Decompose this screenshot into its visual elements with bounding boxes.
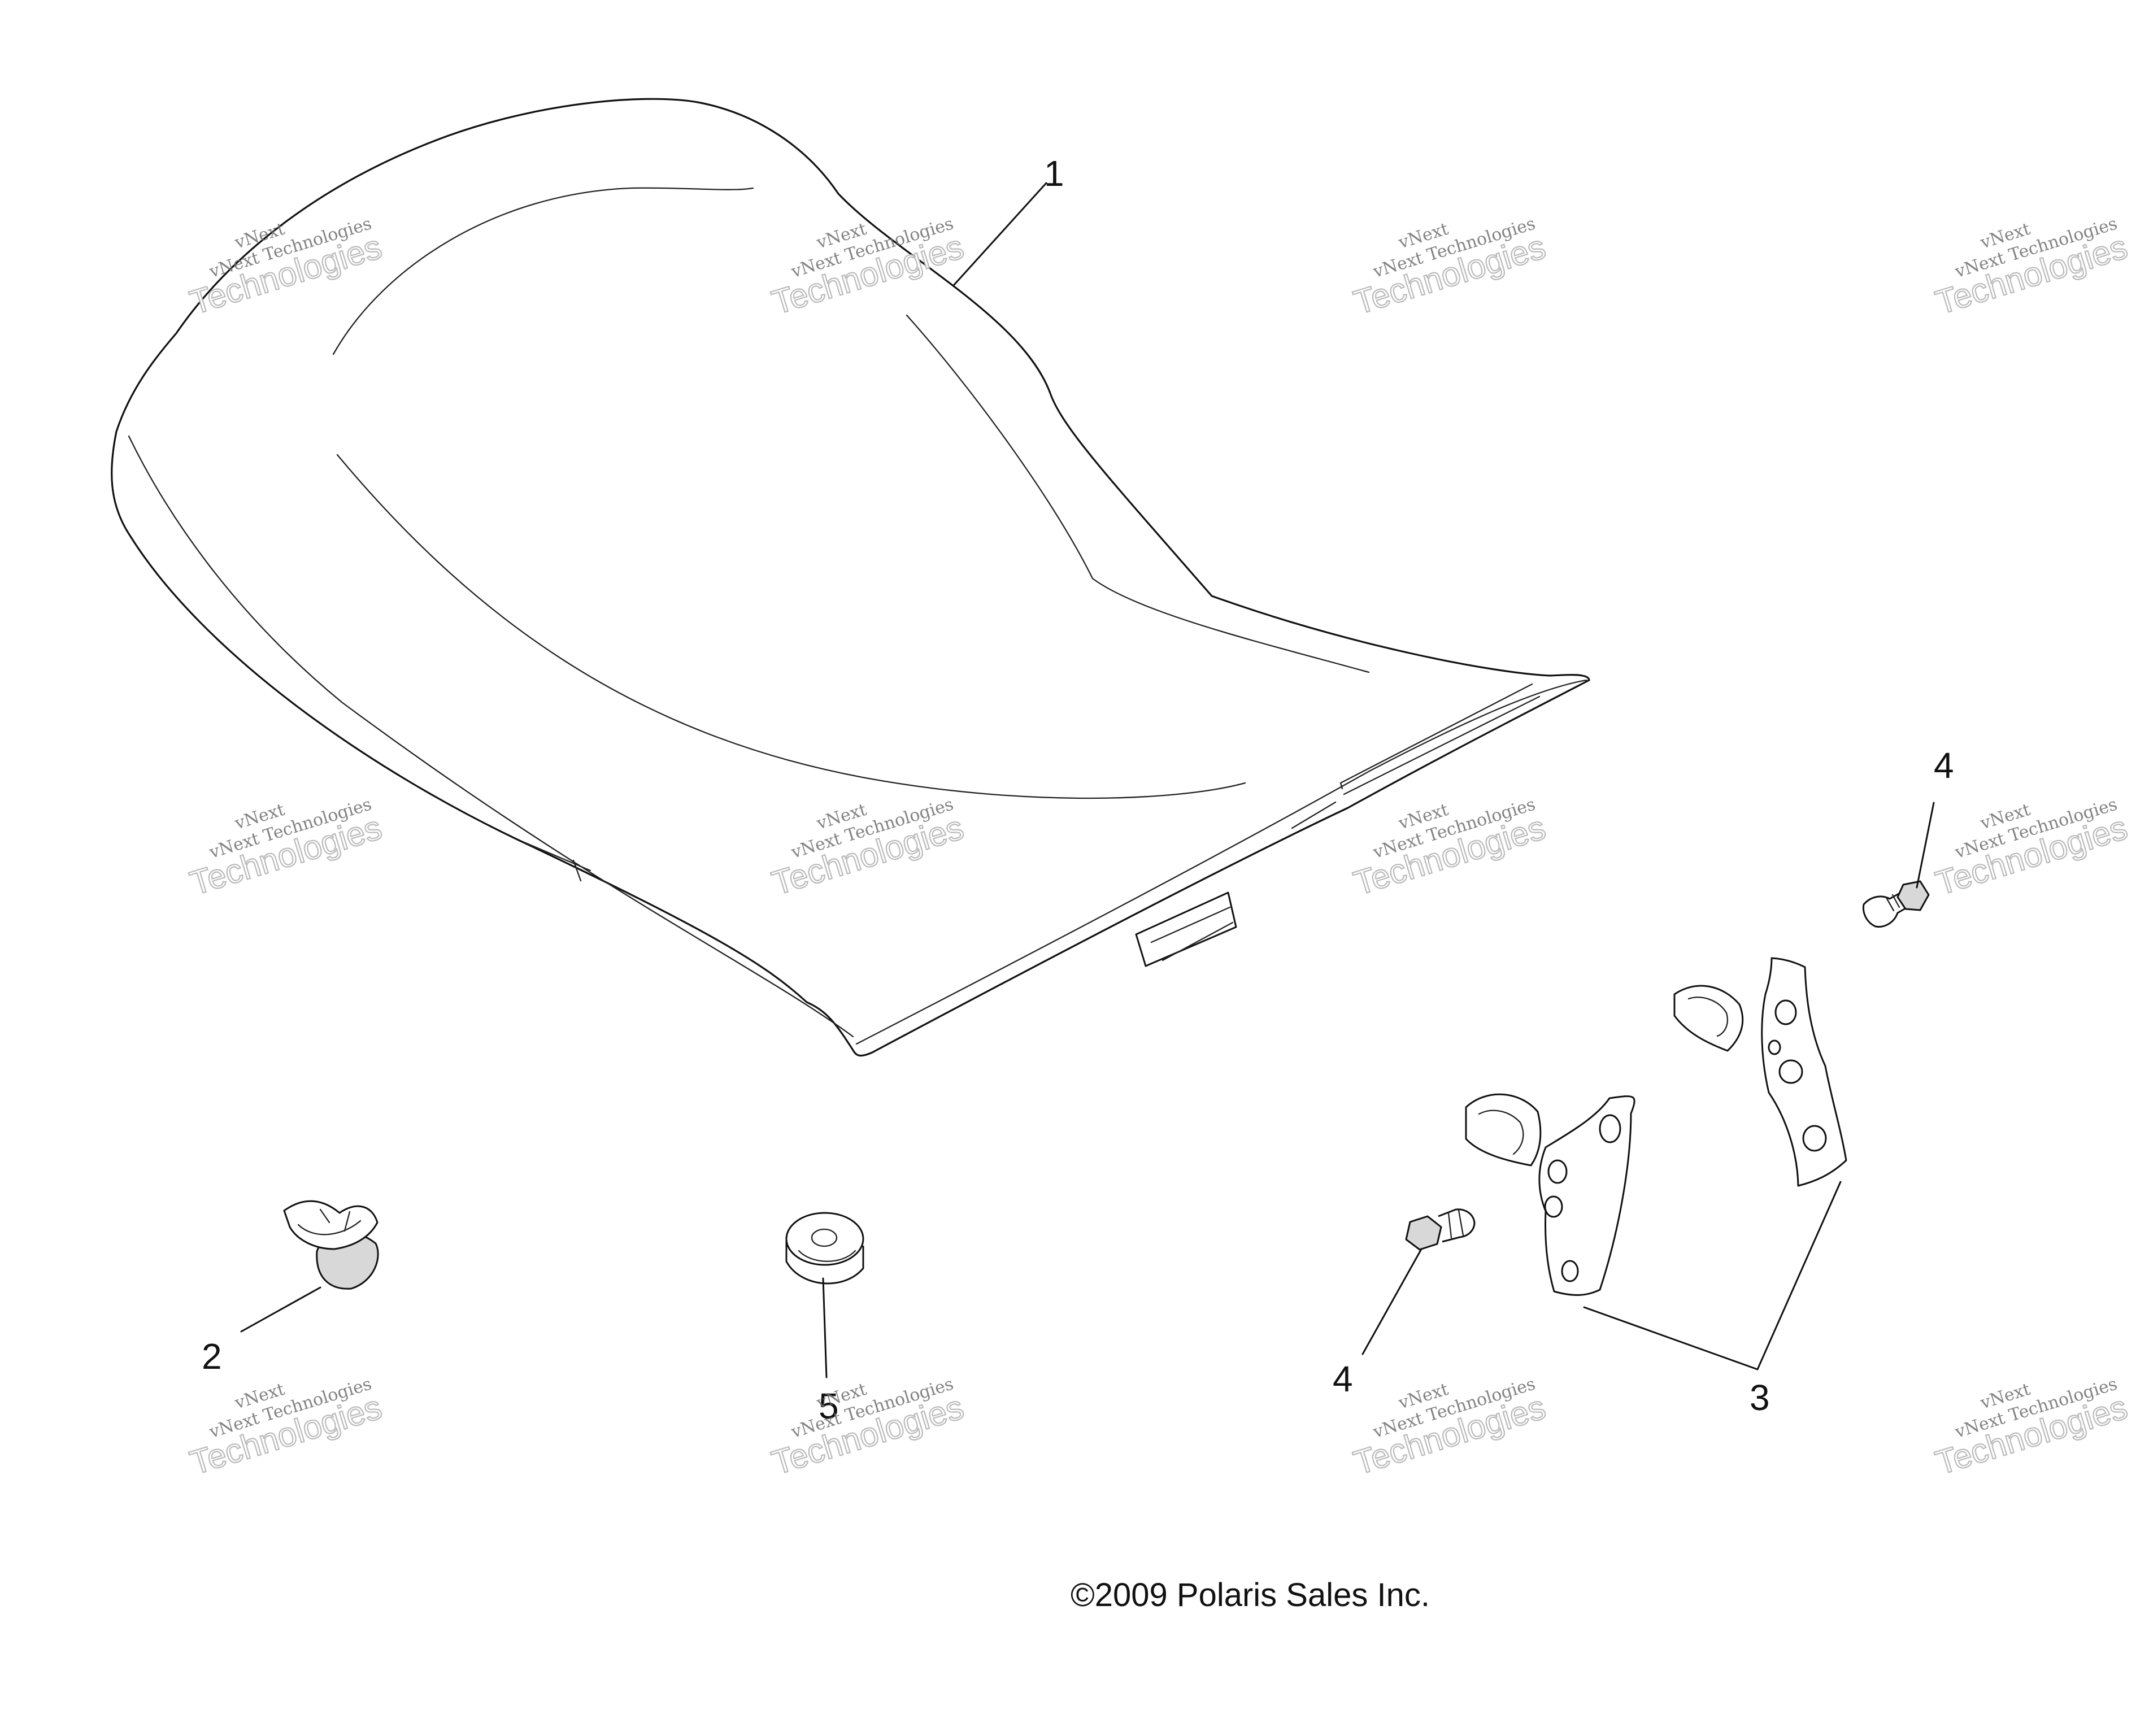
seat-left-edge bbox=[128, 435, 854, 1038]
front-bracket-plate bbox=[1538, 1095, 1635, 1296]
front-bracket-hole-3 bbox=[1544, 1195, 1563, 1218]
bolt-lower-part bbox=[1405, 1208, 1476, 1251]
bumper-center-hole bbox=[811, 1228, 838, 1247]
callout-label-3: 3 bbox=[1750, 1377, 1770, 1418]
callout-label-1: 1 bbox=[1044, 153, 1064, 194]
rear-bracket-hole-2 bbox=[1778, 1059, 1803, 1084]
seat-mount-block bbox=[1135, 891, 1237, 967]
latch-top bbox=[283, 1200, 379, 1250]
seat-side-panel bbox=[1291, 683, 1541, 829]
seat-outer-outline bbox=[111, 98, 1590, 1057]
seat-part bbox=[111, 98, 1590, 1057]
leader-1 bbox=[953, 182, 1047, 286]
rear-bracket-hole-4 bbox=[1768, 1039, 1781, 1055]
seat-right-contour bbox=[906, 314, 1370, 673]
seat-lower-contour bbox=[336, 454, 1246, 799]
callout-label-4-upper: 4 bbox=[1934, 745, 1954, 786]
bolt-upper-head bbox=[1896, 880, 1930, 911]
seat-mount-block-detail bbox=[1150, 906, 1234, 961]
bolt-upper-part bbox=[1862, 880, 1930, 928]
callout-label-5: 5 bbox=[819, 1386, 839, 1426]
callout-label-4-lower: 4 bbox=[1333, 1359, 1353, 1399]
front-bracket-hole-1 bbox=[1599, 1114, 1621, 1143]
bumper-top bbox=[785, 1212, 864, 1266]
callout-label-2: 2 bbox=[202, 1336, 222, 1377]
copyright-text: ©2009 Polaris Sales Inc. bbox=[1071, 1577, 1430, 1613]
rear-bracket-hole-3 bbox=[1802, 1125, 1827, 1152]
front-bracket-hole-4 bbox=[1561, 1260, 1579, 1282]
latch-detail bbox=[297, 1208, 362, 1235]
seat-rear-hook-detail bbox=[523, 841, 591, 882]
front-bracket-hole-2 bbox=[1547, 1159, 1568, 1184]
bolt-lower-shaft bbox=[1438, 1208, 1476, 1243]
bracket-assembly-part bbox=[1465, 957, 1847, 1296]
rear-bracket-loop-inner bbox=[1687, 997, 1729, 1037]
latch-clip-part bbox=[283, 1200, 379, 1290]
leader-4-lower bbox=[1361, 1248, 1422, 1355]
rubber-bumper-part bbox=[785, 1212, 864, 1285]
bumper-shading bbox=[798, 1250, 856, 1262]
leader-3 bbox=[1583, 1181, 1842, 1370]
seat-front-edge bbox=[855, 679, 1587, 1045]
callout-leaders bbox=[240, 182, 1935, 1378]
leader-5 bbox=[822, 1277, 828, 1378]
rear-bracket-loop bbox=[1673, 985, 1744, 1052]
leader-4-upper bbox=[1916, 802, 1935, 889]
bolt-upper-threads bbox=[1885, 894, 1900, 912]
leader-2 bbox=[240, 1286, 321, 1333]
bolt-lower-head bbox=[1405, 1215, 1442, 1251]
bolt-lower-threads bbox=[1447, 1209, 1464, 1239]
front-bracket-loop-inner bbox=[1478, 1110, 1524, 1155]
seat-top-contour bbox=[332, 187, 754, 355]
rear-bracket-hole-1 bbox=[1774, 999, 1797, 1025]
